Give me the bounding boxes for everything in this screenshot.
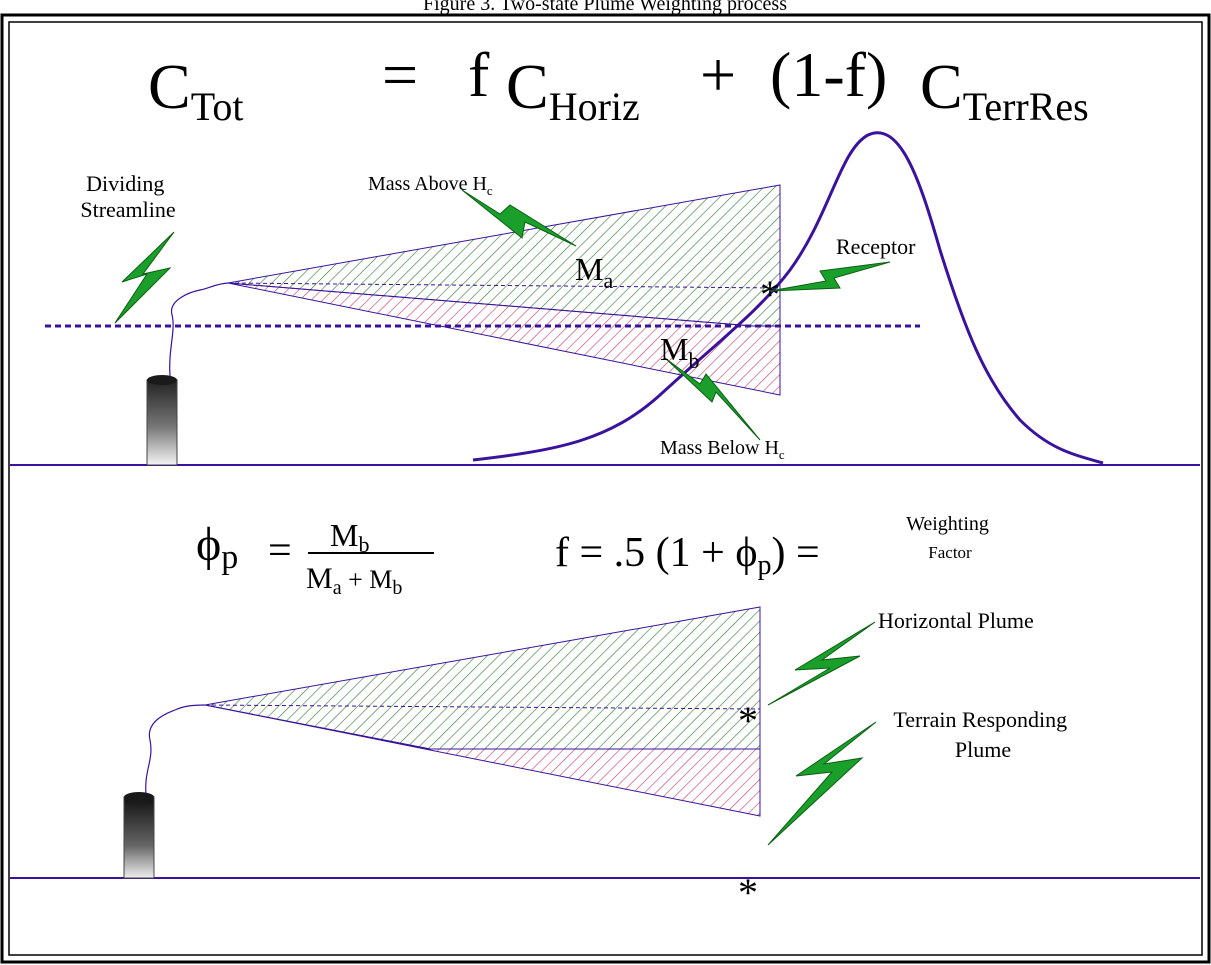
- dividing-streamline-label: Dividing Streamline: [80, 171, 175, 222]
- svg-text:+: +: [700, 39, 736, 110]
- terrain-responding-label: Terrain Responding Plume: [893, 707, 1072, 762]
- bottom-stack: [123, 792, 155, 879]
- svg-text:CTerrRes: CTerrRes: [920, 51, 1089, 129]
- outer-border: [0, 13, 1211, 964]
- mass-below-label: Mass Below Hc: [660, 437, 785, 462]
- horizontal-plume-bolt: [767, 621, 876, 706]
- top-plume-rise: [169, 282, 229, 377]
- svg-text:CHoriz: CHoriz: [506, 51, 640, 129]
- terrain-receptor-star: *: [738, 870, 758, 915]
- svg-text:ϕp: ϕp: [196, 518, 238, 576]
- inner-border: [8, 21, 1203, 956]
- bottom-plume-above: [204, 606, 761, 750]
- terrain-plume-bolt: [767, 721, 877, 846]
- top-panel: * Dividing Streamline Mass Above Hc Rece…: [10, 131, 1200, 466]
- bottom-plume-rise: [145, 704, 206, 795]
- dividing-streamline-bolt: [114, 231, 175, 324]
- top-receptor-star: *: [760, 272, 780, 317]
- caption-fragment: Figure 3. Two-state Plume Weighting proc…: [423, 0, 787, 15]
- phi-equation: ϕp = Mb Ma + Mb: [196, 517, 434, 599]
- mass-above-label: Mass Above Hc: [368, 173, 493, 198]
- svg-text:f: f: [468, 39, 490, 110]
- terrain-hill: [472, 131, 1104, 465]
- top-stack: [146, 375, 178, 466]
- mb-label: Mb: [660, 331, 699, 373]
- bottom-plume-centerline: [204, 704, 761, 710]
- svg-text:(1-f): (1-f): [770, 39, 887, 110]
- mass-above-bolt: [461, 189, 577, 247]
- receptor-bolt: [769, 261, 891, 292]
- top-plume-above: [227, 184, 781, 327]
- mass-below-bolt: [664, 357, 761, 441]
- svg-text:CTot: CTot: [148, 51, 243, 129]
- svg-text:Ma + Mb: Ma + Mb: [306, 562, 402, 599]
- svg-text:Mb: Mb: [330, 517, 369, 557]
- bottom-panel: * * Horizontal Plume Terrain Responding …: [10, 606, 1200, 915]
- svg-text:f = .5 (1 + ϕp) =: f = .5 (1 + ϕp) =: [555, 530, 820, 581]
- f-equation: f = .5 (1 + ϕp) = Weighting Factor: [555, 513, 994, 581]
- weighting-factor-label: Weighting Factor: [906, 513, 994, 562]
- ma-label: Ma: [575, 251, 613, 293]
- bottom-plume-below: [204, 704, 761, 817]
- horizontal-receptor-star: *: [738, 698, 758, 743]
- receptor-label: Receptor: [836, 234, 916, 259]
- main-equation: CTot = f CHoriz + (1-f) CTerrRes: [148, 39, 1089, 129]
- svg-text:=: =: [268, 528, 292, 574]
- svg-text:=: =: [382, 39, 418, 110]
- top-plume-centerline: [227, 282, 781, 289]
- horizontal-plume-label: Horizontal Plume: [878, 608, 1034, 633]
